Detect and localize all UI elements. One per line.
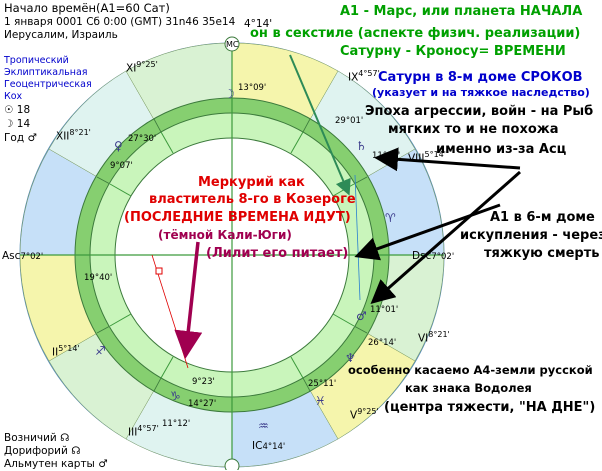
saturn-glyph: ♄ [356,139,367,153]
setting-2: Эклиптикальная [4,67,88,78]
planet-deg-12: 11°12' [162,419,191,429]
planet-deg-2: 27°30' [128,134,157,144]
mars-icon-2: ♂ [98,458,108,470]
setting-4: Кох [4,91,23,102]
planet-deg-5: 11°15' [372,151,401,161]
bottom-left-1: Возничий ☊ [4,432,70,444]
note-heritage: (указует и на тяжкое наследство) [372,86,590,99]
arrow-sextile [289,54,351,196]
note-gravity-center: (центра тяжести, "НА ДНЕ") [384,400,596,415]
sagittarius-sign-glyph: ♐ [95,344,106,358]
note-sextile: он в секстиле (аспекте физич. реализации… [250,26,581,41]
house-viii: VIII5°14' [408,150,446,165]
note-a1-mars: А1 - Марс, или планета НАЧАЛА [340,4,583,19]
mc-marker [224,36,240,52]
house-ii: II5°14' [52,344,80,359]
asc-label: Asc7°02' [2,250,44,262]
planet-deg-4: 29°01' [335,116,364,126]
pisces-sign-glyph: ♓ [315,394,326,408]
bottom-left-2: Дорифорий ☊ [4,445,81,457]
mc-label: MC [226,40,239,49]
dsc-label: Dsc7°02' [412,250,455,262]
house-v: V9°25' [350,407,379,422]
bottom-left-3: Альмутен карты ♂ [4,458,108,470]
year-label: Год ♂ [4,132,37,145]
aries-sign-glyph: ♈ [385,211,396,225]
note-saturn-8th: Сатурн в 8-м доме СРОКОВ [378,70,583,85]
arrow-house6 [354,203,501,261]
note-mercury: Меркурий как [198,175,305,190]
mc-degree: 4°14' [244,18,273,30]
planet-deg-7: 26°14' [368,338,397,348]
note-death: тяжкую смерть [484,246,600,261]
moon-count: ☽ 14 [4,118,30,131]
chart-title: Начало времён(А1=60 Сат) [4,1,170,15]
year-label-text: Год [4,132,25,144]
node-icon: ☊ [60,432,70,444]
note-mercury-lord: властитель 8-го в Козероге [149,192,356,207]
ic-marker [224,458,240,470]
mars-icon: ♂ [27,132,37,144]
planet-deg-8: 25°11' [308,379,337,389]
sun-count-value: 18 [16,104,31,116]
ic-label: IC4°14' [252,440,286,452]
aspect-marker [155,267,163,275]
note-last-times: (ПОСЛЕДНИЕ ВРЕМЕНА ИДУТ) [124,210,351,225]
chart-date: 1 января 0001 Сб 0:00 (GMT) 31n46 35e14 [4,16,236,28]
node-icon-2: ☊ [71,445,81,457]
note-russian-land: особенно касаемо А4-земли русской [348,363,593,377]
planet-deg-1: 13°09' [238,83,267,93]
house-xii: XII8°21' [56,128,91,143]
arrow-mercury [174,241,203,359]
capricorn-sign-glyph: ♑ [170,389,181,403]
note-aquarius: как знака Водолея [405,381,532,395]
planet-deg-6: 11°01' [370,305,399,315]
moon-count-value: 14 [16,118,31,130]
planet-deg-9: 19°40' [84,273,113,283]
sun-icon: ☉ [4,104,14,116]
house-iii: III4°57' [128,424,159,439]
note-saturn-kronos: Сатурну - Кроносу= ВРЕМЕНИ [340,44,566,59]
planet-deg-10: 9°23' [192,377,215,387]
mars-glyph: ♂ [356,309,367,323]
planet-deg-3: 9°07' [110,161,133,171]
note-aggression: Эпоха агрессии, войн - на Рыб [365,104,594,119]
moon-glyph: ☽ [224,87,235,101]
note-asc: именно из-за Асц [436,142,567,157]
note-soft: мягких то и не похожа [388,122,559,137]
venus-glyph: ♀ [114,139,123,153]
chart-place: Иерусалим, Израиль [4,29,118,41]
house-ix: IX4°57' [348,69,380,84]
house-vi: VI8°21' [418,330,450,345]
aspect-line-blue [354,174,361,301]
house-xi: XI9°25' [126,60,158,75]
moon-icon: ☽ [4,118,14,130]
aquarius-sign-glyph: ♒ [258,419,269,433]
note-kali-yuga: (тёмной Кали-Юги) [158,228,292,242]
planet-deg-11: 14°27' [188,399,217,409]
arrow-aggression-2 [370,170,521,304]
arrow-aggression-1 [374,147,521,172]
sun-count: ☉ 18 [4,104,30,117]
setting-3: Геоцентрическая [4,79,92,90]
note-redemption: искупления - через [460,228,602,243]
note-house6: А1 в 6-м доме [490,210,595,225]
note-lilith: (Лилит его питает) [206,246,349,261]
setting-1: Тропический [4,55,69,66]
neptune-glyph: ♆ [345,351,356,365]
